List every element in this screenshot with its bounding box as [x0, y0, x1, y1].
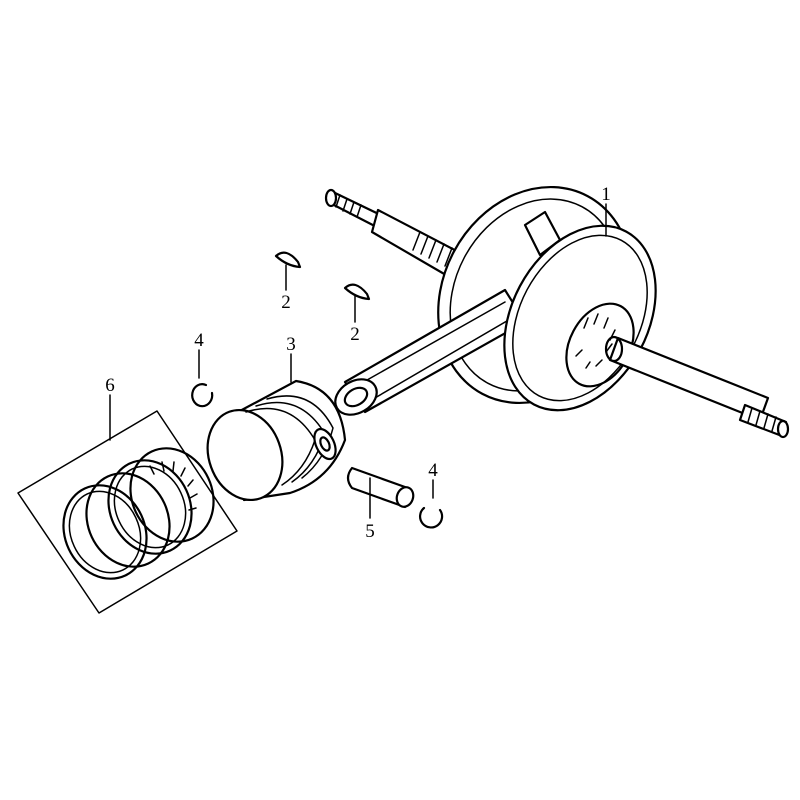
- crankshaft-assembly: [324, 185, 790, 439]
- callout-label: 1: [601, 184, 611, 205]
- woodruff-key-a: [274, 251, 302, 269]
- callout-label: 3: [286, 334, 296, 355]
- piston-pin: [346, 466, 415, 509]
- callout-label: 2: [281, 292, 291, 313]
- callout-label: 4: [194, 330, 204, 351]
- leader-lines: [109, 203, 607, 519]
- piston: [206, 379, 347, 502]
- crankshaft-right-shaft: [604, 335, 790, 439]
- circlip-b: [419, 506, 444, 529]
- callout-label: 6: [105, 375, 115, 396]
- connecting-rod: [334, 288, 527, 416]
- callout-label: 4: [428, 460, 438, 481]
- callout-label: 2: [350, 324, 360, 345]
- ring-set-box: [17, 410, 238, 614]
- piston-ring-set: [17, 410, 238, 614]
- circlip-a: [191, 383, 214, 408]
- callout-label: 5: [365, 521, 375, 542]
- crankshaft-left-shaft: [324, 188, 480, 284]
- woodruff-key-b: [343, 283, 371, 301]
